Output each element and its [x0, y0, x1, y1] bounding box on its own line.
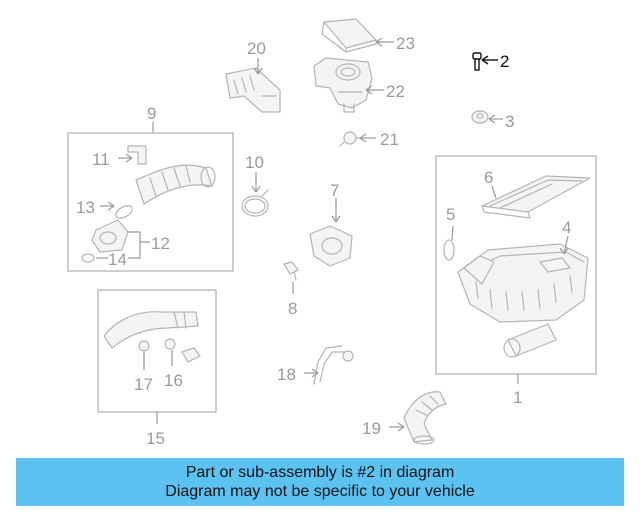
callout-15[interactable]: 15: [146, 429, 165, 448]
part-19-elbow-hose: 19: [362, 391, 447, 445]
callout-5[interactable]: 5: [446, 205, 455, 224]
part-18-tube: 18: [277, 345, 354, 385]
banner-line-2: Diagram may not be specific to your vehi…: [165, 483, 475, 500]
callout-9[interactable]: 9: [147, 104, 156, 123]
callout-22[interactable]: 22: [386, 82, 405, 101]
callout-11[interactable]: 11: [92, 150, 110, 169]
group-1-air-cleaner: 6 5 4 1: [435, 155, 597, 407]
callout-10[interactable]: 10: [245, 153, 264, 172]
callout-4[interactable]: 4: [562, 218, 571, 237]
part-8-screw: 8: [283, 261, 299, 318]
part-2-clip[interactable]: 2: [472, 52, 509, 71]
part-20-bracket: 20: [225, 39, 281, 113]
part-7-sensor: 7: [309, 181, 353, 267]
part-3-grommet: 3: [471, 110, 514, 131]
parts-diagram: 23 22 20 21 2 3: [67, 18, 597, 448]
callout-19[interactable]: 19: [362, 419, 381, 438]
part-22-resonator: 22: [313, 57, 405, 113]
callout-7[interactable]: 7: [330, 181, 339, 200]
group-15: 17 16 15: [97, 289, 217, 448]
callout-13[interactable]: 13: [76, 198, 95, 217]
callout-17[interactable]: 17: [134, 375, 153, 394]
callout-3[interactable]: 3: [505, 112, 514, 131]
info-banner: Part or sub-assembly is #2 in diagram Di…: [16, 458, 624, 506]
callout-16[interactable]: 16: [164, 371, 183, 390]
banner-line-1: Part or sub-assembly is #2 in diagram: [185, 464, 455, 481]
callout-8[interactable]: 8: [288, 299, 297, 318]
part-21-bolt: 21: [339, 130, 399, 149]
callout-20[interactable]: 20: [247, 39, 266, 58]
part-10-clamp: 10: [241, 153, 269, 217]
callout-2[interactable]: 2: [500, 52, 509, 71]
part-23-duct-cover: 23: [321, 18, 415, 53]
callout-21[interactable]: 21: [380, 130, 399, 149]
callout-18[interactable]: 18: [277, 365, 296, 384]
callout-23[interactable]: 23: [396, 34, 415, 53]
group-9: 9 11 13 12 14: [67, 104, 234, 272]
callout-1[interactable]: 1: [513, 388, 522, 407]
callout-12[interactable]: 12: [151, 234, 170, 253]
callout-6[interactable]: 6: [484, 168, 493, 187]
callout-14[interactable]: 14: [108, 250, 127, 269]
